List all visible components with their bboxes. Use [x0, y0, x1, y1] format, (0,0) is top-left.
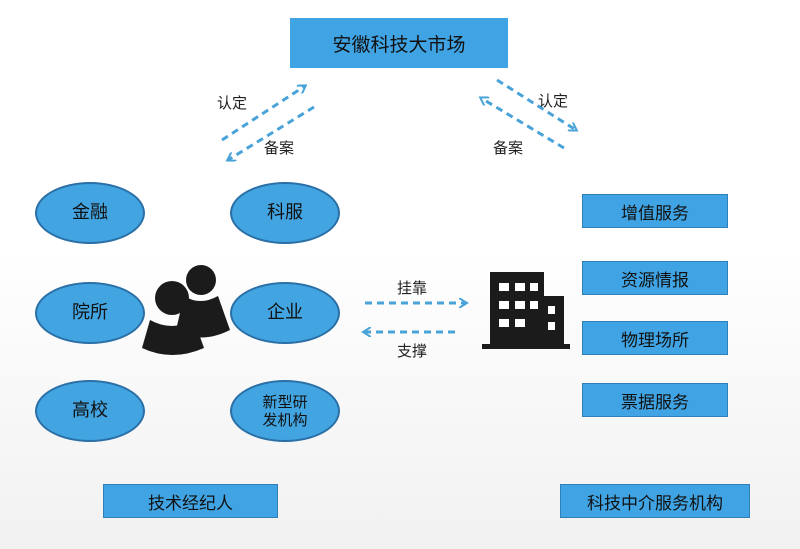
service-resource-info: 资源情报: [582, 261, 728, 295]
right-lower-label: 备案: [493, 139, 524, 157]
node-finance: 金融: [35, 182, 145, 244]
node-enterprise: 企业: [230, 282, 340, 344]
left-arrow-down: [228, 105, 315, 160]
right-caption: 科技中介服务机构: [560, 484, 750, 518]
right-upper-label: 认定: [538, 92, 569, 110]
node-new-rd-line2: 发机构: [262, 411, 308, 429]
right-arrow-down: [496, 78, 576, 130]
service-physical-venue: 物理场所: [582, 321, 728, 355]
left-upper-label: 认定: [217, 94, 248, 112]
service-value-added: 增值服务: [582, 194, 728, 228]
node-new-rd-institution: 新型研 发机构: [230, 380, 340, 442]
left-lower-label: 备案: [264, 139, 295, 157]
service-bill: 票据服务: [582, 383, 728, 417]
node-new-rd-line1: 新型研: [262, 393, 308, 411]
node-institute: 院所: [35, 282, 145, 344]
left-arrow-up: [221, 86, 305, 142]
building-icon: [482, 272, 570, 349]
node-tech-service: 科服: [230, 182, 340, 244]
people-icon: [142, 265, 230, 355]
middle-upper-label: 挂靠: [397, 279, 428, 297]
middle-lower-label: 支撑: [397, 342, 428, 360]
right-arrow-up: [481, 98, 565, 150]
title-box: 安徽科技大市场: [290, 18, 508, 68]
node-university: 高校: [35, 380, 145, 442]
left-caption: 技术经纪人: [103, 484, 278, 518]
